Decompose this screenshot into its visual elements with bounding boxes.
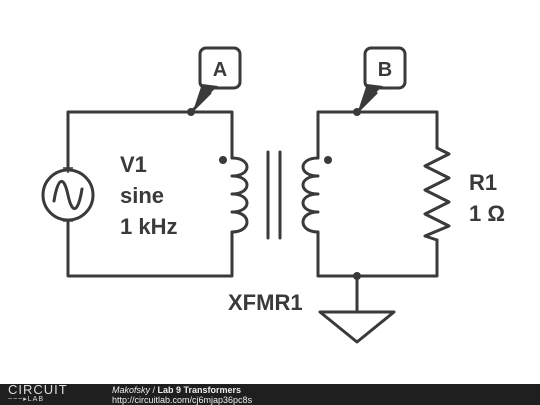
transformer-name: XFMR1 xyxy=(228,290,303,315)
junction-dot xyxy=(353,108,361,116)
resistor-name: R1 xyxy=(469,170,497,195)
probe-a-pointer xyxy=(194,84,218,108)
resistor-value: 1 Ω xyxy=(469,201,505,226)
secondary-coil xyxy=(301,156,320,234)
ground-icon xyxy=(318,310,396,344)
probe-b-label: B xyxy=(378,59,392,81)
secondary-polarity-dot xyxy=(324,156,332,164)
source-type: sine xyxy=(120,183,164,208)
sine-wave-icon xyxy=(52,180,84,210)
probe-b-lead xyxy=(355,91,378,114)
circuit-url[interactable]: http://circuitlab.com/cj6mjap36pc8s xyxy=(112,395,253,405)
wire-left-bottom xyxy=(66,218,234,278)
circuit-schematic: A B V1 sine 1 kHz R1 1 Ω XFMR1 xyxy=(41,46,505,344)
probe-b-box[interactable] xyxy=(363,46,407,90)
probe-b-pointer xyxy=(359,84,383,108)
logo-bottom-text: ~~~▸LAB xyxy=(8,396,45,403)
primary-coil xyxy=(230,156,249,234)
primary-polarity-dot xyxy=(219,156,227,164)
source-frequency: 1 kHz xyxy=(120,214,177,239)
logo-top-text: CIRCUIT xyxy=(8,382,68,397)
junction-dot xyxy=(187,108,195,116)
author-name[interactable]: Makofsky xyxy=(112,385,151,395)
probe-a-box[interactable] xyxy=(198,46,242,90)
footer-info: Makofsky / Lab 9 Transformers http://cir… xyxy=(112,385,252,405)
probe-a-label: A xyxy=(213,59,227,81)
circuitlab-logo[interactable]: CIRCUIT ~~~▸LAB xyxy=(8,382,68,404)
footer-bar: CIRCUIT ~~~▸LAB Makofsky / Lab 9 Transfo… xyxy=(0,382,540,405)
wire-right-bottom xyxy=(316,230,439,278)
junction-dot xyxy=(353,272,361,280)
wire-right-top xyxy=(316,110,439,160)
source-name: V1 xyxy=(120,152,147,177)
separator: / xyxy=(150,385,158,395)
circuit-title[interactable]: Lab 9 Transformers xyxy=(157,385,242,395)
resistor-symbol xyxy=(423,146,451,242)
wire-left-loop xyxy=(66,110,234,172)
